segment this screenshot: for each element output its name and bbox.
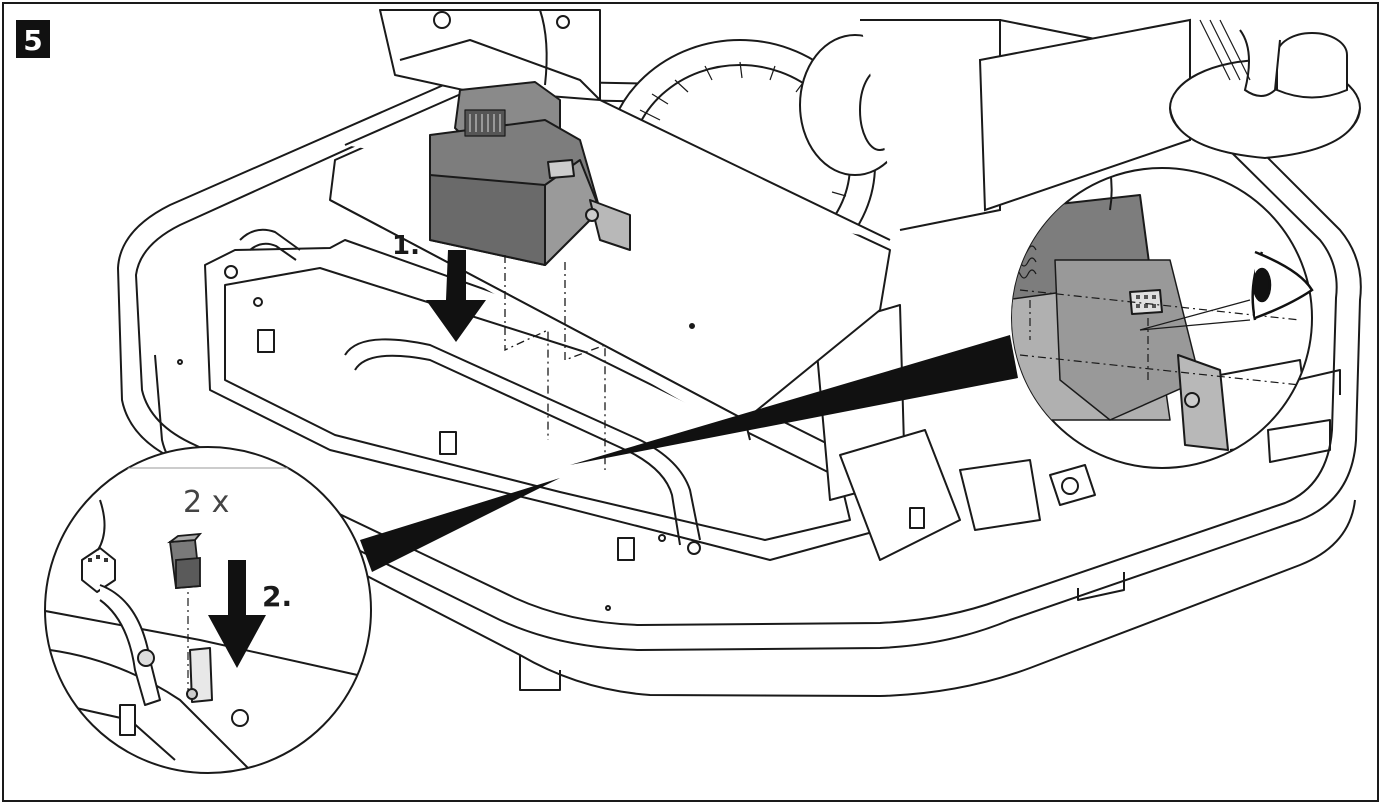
step-1-label: 1. bbox=[392, 231, 420, 261]
eye-icon bbox=[1251, 250, 1314, 321]
control-module bbox=[429, 9, 631, 266]
guide-lines bbox=[504, 255, 606, 470]
quantity-label: 2 x bbox=[183, 485, 229, 520]
down-arrow-icon-2 bbox=[208, 560, 266, 668]
detail-view-right bbox=[1011, 167, 1313, 469]
down-arrow-icon bbox=[426, 250, 486, 342]
step-badge: 5 bbox=[16, 20, 50, 58]
connector-clip bbox=[166, 532, 203, 589]
step-number: 5 bbox=[23, 24, 42, 57]
step-2-label: 2. bbox=[262, 580, 292, 613]
detail-view-left bbox=[44, 446, 372, 774]
detail-callout-right bbox=[570, 335, 1018, 465]
pump-assembly bbox=[1169, 19, 1361, 160]
detail-callout-left bbox=[360, 478, 560, 572]
